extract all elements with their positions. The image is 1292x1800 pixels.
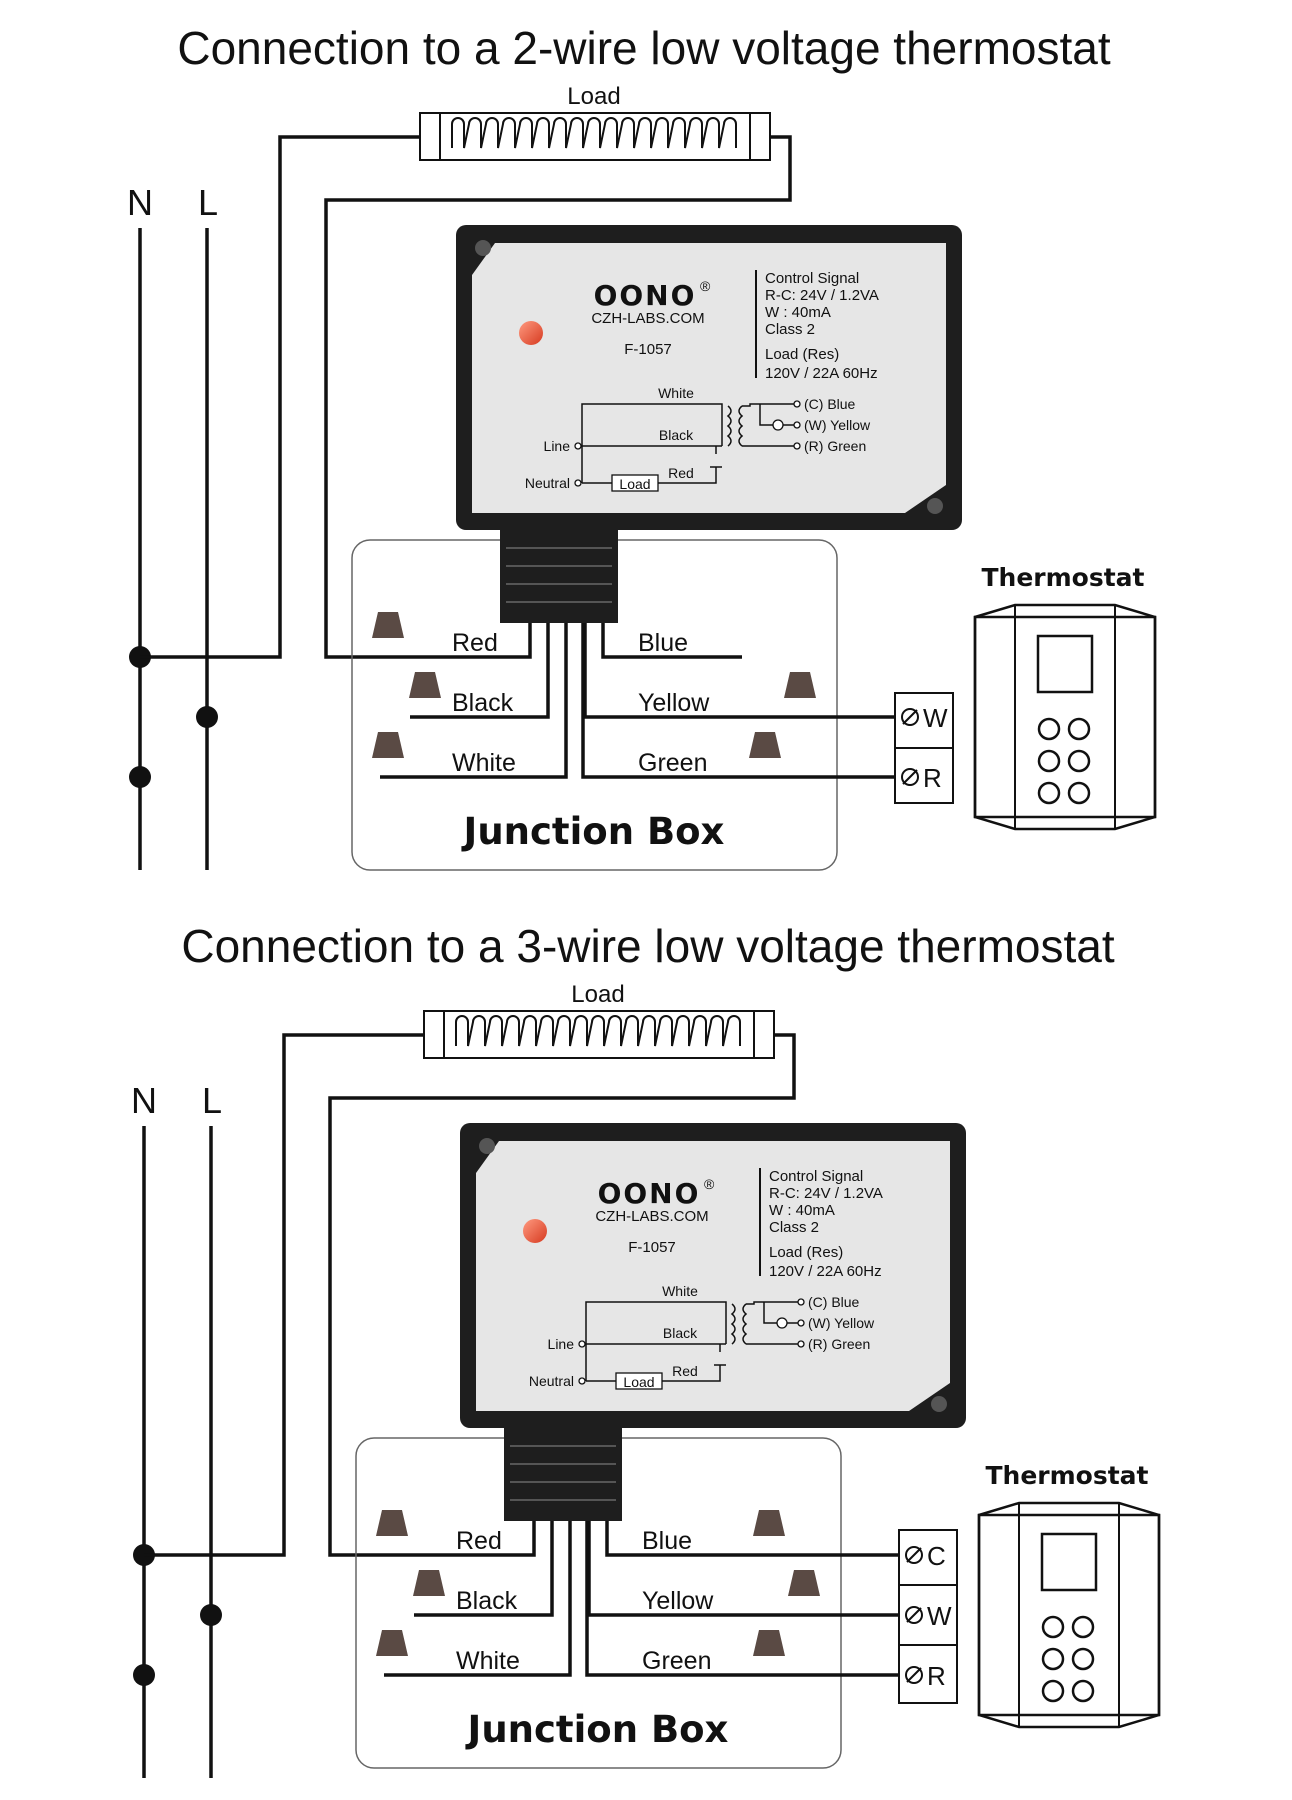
schematic-line-label: Line [544,438,571,454]
terminal-r-label: R [927,1661,946,1691]
spec-line: W : 40mA [765,304,831,321]
neutral-label: N [131,1080,157,1121]
spec-line: R-C: 24V / 1.2VA [769,1185,883,1202]
schematic-r-green-label: (R) Green [808,1336,870,1352]
spec-line: 120V / 22A 60Hz [765,365,878,382]
line-label: L [202,1080,222,1121]
load-label: Load [571,981,624,1008]
indicator-led [523,1219,547,1243]
schematic-load-label: Load [619,476,650,492]
schematic-c-blue-label: (C) Blue [804,396,856,412]
schematic-load-label: Load [623,1374,654,1390]
wire-blue-label: Blue [638,629,688,657]
terminal-w-label: W [927,1601,952,1631]
schematic-r-green-label: (R) Green [804,438,866,454]
wire-white-label: White [452,749,516,777]
schematic-black-label: Black [659,427,694,443]
wire-black-label: Black [452,689,514,717]
supply-wires [129,135,792,870]
junction-box-label: Junction Box [465,1708,729,1751]
thermostat-terminal-block: C W R [898,1529,958,1704]
device-website: CZH-LABS.COM [591,310,704,327]
device-leads [380,623,790,779]
device-schematic: White Black Red Line Neutral Load (C) Bl… [529,1283,875,1390]
registered-mark: ® [700,278,711,294]
indicator-led [519,321,543,345]
terminal-c-label: C [927,1541,946,1571]
wire-black-label: Black [456,1587,518,1615]
wire-red-label: Red [452,629,498,657]
spec-line: Control Signal [769,1168,863,1185]
wire-nuts [376,1510,820,1656]
schematic-white-label: White [658,385,694,401]
thermostat: Thermostat [973,563,1157,831]
schematic-red-label: Red [668,465,694,481]
spec-line: Control Signal [765,270,859,287]
diagram-title: Connection to a 3-wire low voltage therm… [181,920,1114,972]
device-website: CZH-LABS.COM [595,1208,708,1225]
diagram-2-wire: Connection to a 2-wire low voltage therm… [127,22,1157,871]
diagram-title: Connection to a 2-wire low voltage therm… [177,22,1110,74]
conduit-fitting [500,530,618,623]
wire-blue-label: Blue [642,1527,692,1555]
load-label: Load [567,83,620,110]
wire-yellow-label: Yellow [642,1587,714,1615]
schematic-red-label: Red [672,1363,698,1379]
diagram-3-wire: Connection to a 3-wire low voltage therm… [131,920,1161,1778]
device-leads [384,1521,899,1677]
terminal-r-label: R [923,763,942,793]
device-model: F-1057 [624,341,672,358]
schematic-line-label: Line [548,1336,575,1352]
spec-line: R-C: 24V / 1.2VA [765,287,879,304]
schematic-neutral-label: Neutral [529,1373,574,1389]
spec-line: Load (Res) [769,1244,843,1261]
spec-line: Load (Res) [765,346,839,363]
load-heater: Load [419,83,771,161]
wire-green-label: Green [642,1647,711,1675]
schematic-white-label: White [662,1283,698,1299]
registered-mark: ® [704,1176,715,1192]
wire-nuts [372,612,816,758]
schematic-neutral-label: Neutral [525,475,570,491]
thermostat-label: Thermostat [981,563,1144,592]
oono-controller: OONO ® CZH-LABS.COM F-1057 Control Signa… [456,225,962,530]
conduit-fitting [504,1428,622,1521]
spec-line: W : 40mA [769,1202,835,1219]
schematic-w-yellow-label: (W) Yellow [808,1315,875,1331]
schematic-w-yellow-label: (W) Yellow [804,417,871,433]
schematic-black-label: Black [663,1325,698,1341]
device-model: F-1057 [628,1239,676,1256]
device-brand: OONO [598,1177,701,1210]
terminal-w-label: W [923,703,948,733]
load-heater: Load [423,981,775,1059]
wire-green-label: Green [638,749,707,777]
supply-wires [133,1033,796,1778]
wire-yellow-label: Yellow [638,689,710,717]
spec-line: 120V / 22A 60Hz [769,1263,882,1280]
schematic-c-blue-label: (C) Blue [808,1294,860,1310]
wire-white-label: White [456,1647,520,1675]
wire-red-label: Red [456,1527,502,1555]
thermostat-label: Thermostat [985,1461,1148,1490]
device-schematic: White Black Red Line Neutral Load (C) Bl… [525,385,871,492]
spec-line: Class 2 [769,1219,819,1236]
neutral-label: N [127,182,153,223]
thermostat-terminal-block: W R [760,692,954,804]
line-label: L [198,182,218,223]
junction-box-label: Junction Box [461,810,725,853]
spec-line: Class 2 [765,321,815,338]
oono-controller: OONO ® CZH-LABS.COM F-1057 Control Signa… [460,1123,966,1428]
device-brand: OONO [594,279,697,312]
thermostat: Thermostat [977,1461,1161,1729]
